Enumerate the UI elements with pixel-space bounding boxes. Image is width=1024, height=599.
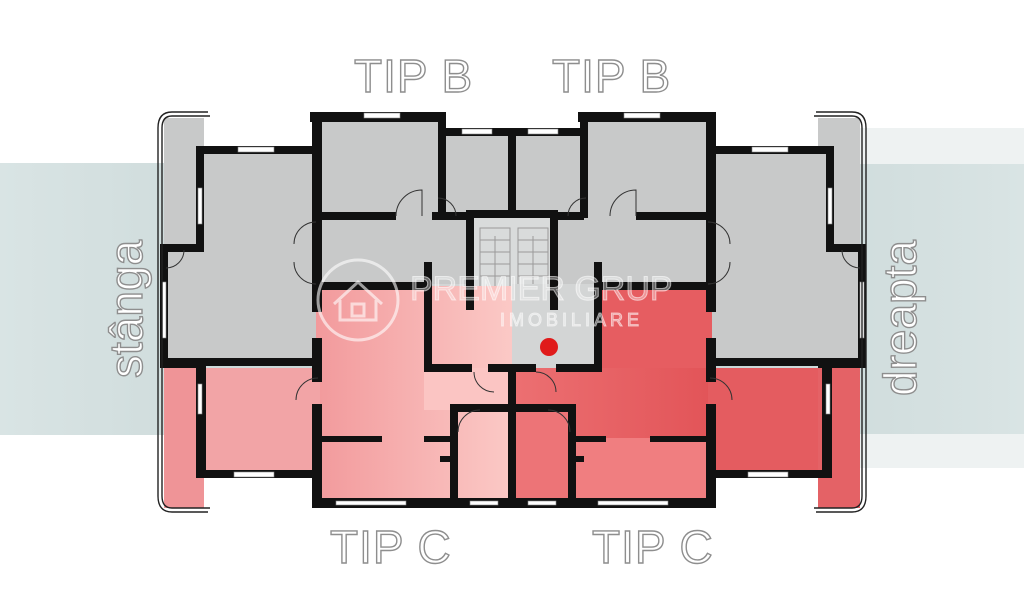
label-bottom-right: TIP C bbox=[592, 521, 714, 573]
unit-tip-c-right[interactable] bbox=[512, 284, 860, 508]
watermark: PREMIER GRUP IMOBILIARE bbox=[316, 258, 673, 342]
background-band-right-top bbox=[860, 128, 1024, 164]
background-band-right-bottom bbox=[860, 434, 1024, 468]
house-logo-icon bbox=[316, 258, 400, 342]
location-marker[interactable] bbox=[540, 338, 558, 356]
windows bbox=[161, 112, 865, 506]
watermark-name: PREMIER GRUP bbox=[410, 270, 673, 308]
label-right-side: dreapta bbox=[874, 240, 926, 396]
label-left-side: stânga bbox=[100, 239, 152, 378]
watermark-tagline: IMOBILIARE bbox=[500, 310, 643, 330]
balconies bbox=[157, 111, 867, 513]
door-swings bbox=[165, 189, 861, 433]
label-bottom-left: TIP C bbox=[330, 521, 452, 573]
label-top-right: TIP B bbox=[552, 50, 671, 102]
label-top-left: TIP B bbox=[354, 50, 473, 102]
